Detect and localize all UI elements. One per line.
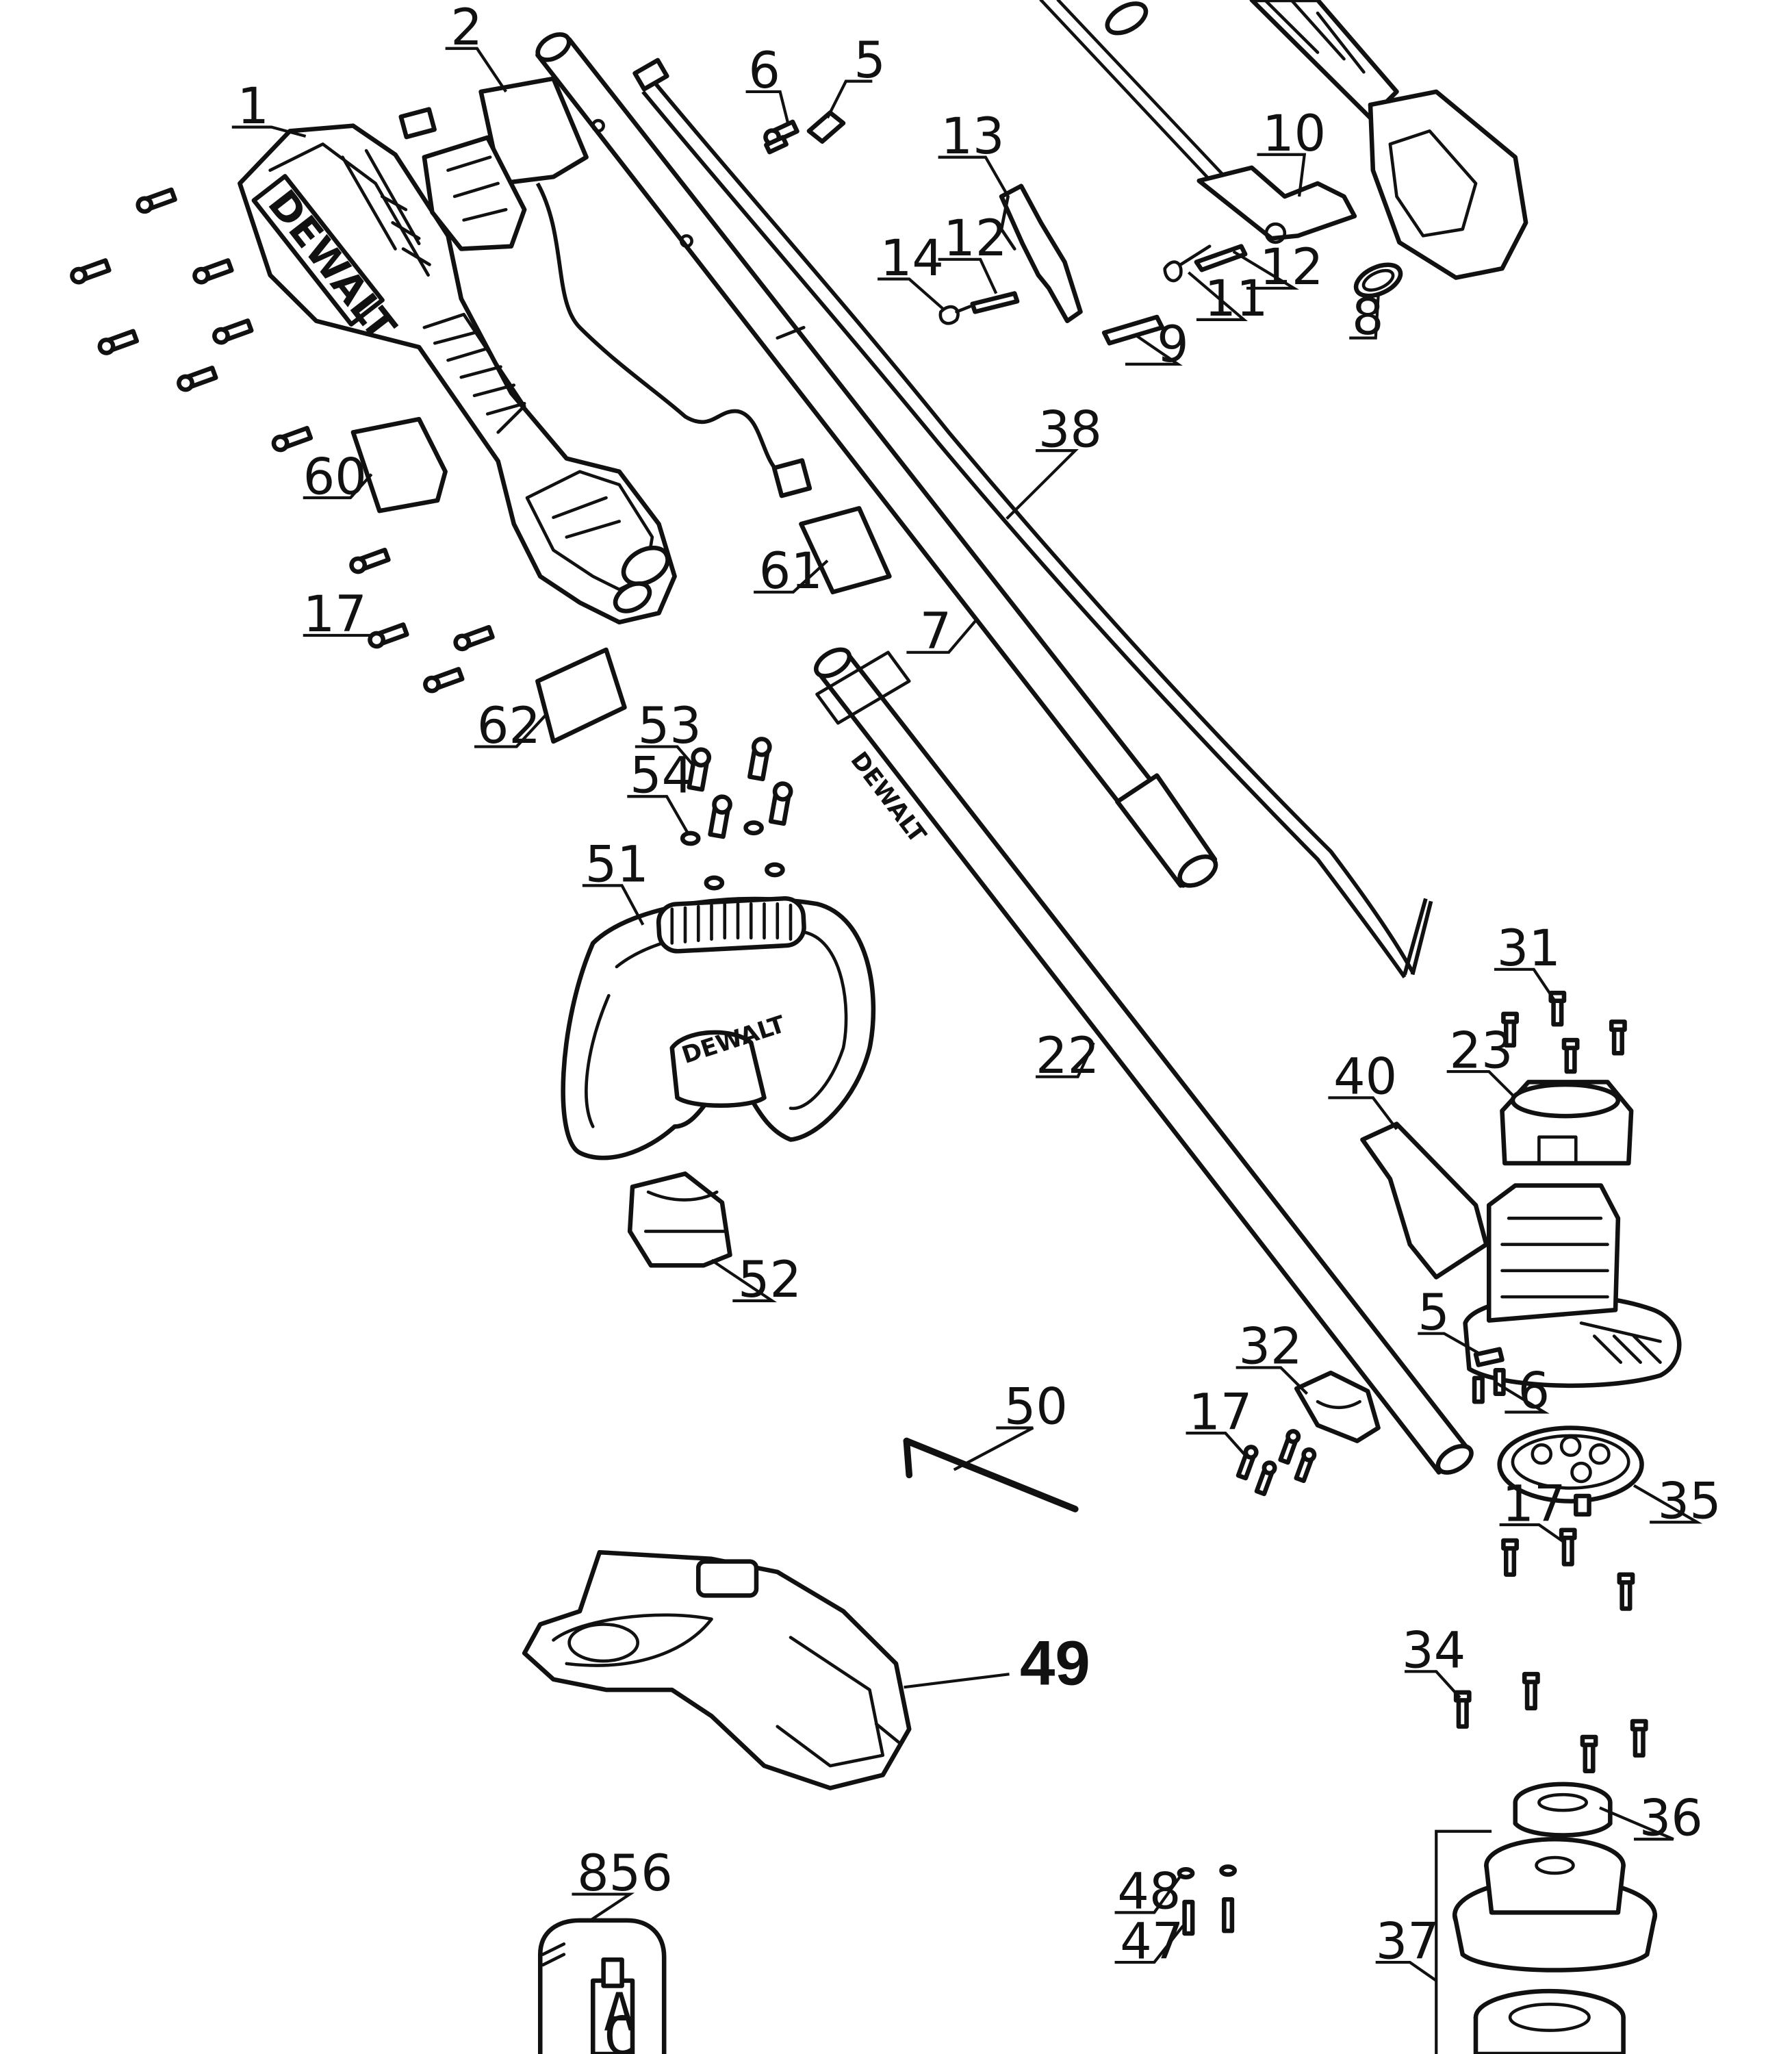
callout-856: 856 xyxy=(577,1844,673,1903)
callout-62: 62 xyxy=(477,697,541,755)
part-61-label xyxy=(799,506,892,595)
callout-32: 32 xyxy=(1239,1318,1303,1376)
callout-labels: 1 2 6 5 13 12 14 10 12 11 9 8 38 60 61 7… xyxy=(238,0,1721,1970)
callout-1: 1 xyxy=(238,77,270,136)
part-8-ring xyxy=(1353,262,1403,299)
callout-51: 51 xyxy=(585,836,649,894)
callout-37: 37 xyxy=(1376,1913,1439,1971)
callout-6-lower: 6 xyxy=(1518,1362,1550,1421)
callout-50: 50 xyxy=(1004,1378,1068,1436)
part-2-switch-module xyxy=(398,76,812,498)
part-13-trigger xyxy=(999,183,1083,324)
part-35-gear-plate xyxy=(1497,1425,1644,1517)
callout-38: 38 xyxy=(1038,401,1102,459)
part-40-motor-base xyxy=(1360,1121,1682,1389)
callout-53: 53 xyxy=(638,697,702,755)
callout-12-left: 12 xyxy=(943,210,1007,268)
tag-letter-a: A xyxy=(604,1983,635,2044)
callout-61: 61 xyxy=(759,542,823,600)
callout-11: 11 xyxy=(1204,270,1268,328)
part-5-clip-lower xyxy=(1473,1347,1505,1367)
part-6-screw-top xyxy=(763,119,799,155)
part-53-screws xyxy=(687,737,793,839)
part-9-pin xyxy=(1101,314,1165,346)
part-14-spring xyxy=(938,305,972,325)
callout-17-gear: 17 xyxy=(1502,1475,1566,1534)
callout-12-right: 12 xyxy=(1259,238,1323,296)
part-34-screws xyxy=(1453,1671,1648,1773)
part-37-spool-head xyxy=(1435,1829,1658,2054)
callout-47: 47 xyxy=(1120,1913,1183,1971)
callout-60: 60 xyxy=(303,448,367,507)
part-50-hex-key xyxy=(903,1437,1079,1512)
callout-2: 2 xyxy=(450,0,483,57)
callout-35: 35 xyxy=(1658,1473,1721,1531)
part-6-screws-lower xyxy=(1472,1368,1506,1404)
part-10-lock-lever xyxy=(1196,165,1357,244)
part-54-washers xyxy=(680,820,785,891)
part-47-screws xyxy=(1182,1897,1235,1936)
callout-22: 22 xyxy=(1036,1027,1099,1085)
part-48-washers xyxy=(1177,1864,1237,1879)
callout-40: 40 xyxy=(1333,1048,1397,1106)
tag-letter-c: C xyxy=(604,2006,635,2054)
part-11-spring xyxy=(1163,244,1212,283)
callout-34: 34 xyxy=(1402,1622,1465,1680)
callout-5-lower: 5 xyxy=(1418,1284,1450,1342)
part-49-guard xyxy=(522,1549,912,1790)
part-31-screws xyxy=(1501,991,1627,1074)
part-17-screws-clamp xyxy=(1236,1429,1317,1497)
callout-6-top: 6 xyxy=(748,42,780,100)
part-23-motor-cover xyxy=(1500,1080,1634,1166)
callout-14: 14 xyxy=(880,229,944,288)
part-7-upper-shaft xyxy=(535,32,1218,888)
callout-36: 36 xyxy=(1639,1790,1703,1848)
part-1-motor-housing: DEWALT xyxy=(238,123,677,625)
part-60-label xyxy=(350,416,448,514)
part-5-clip-top xyxy=(806,110,846,144)
callout-23: 23 xyxy=(1450,1022,1513,1080)
callout-17-left: 17 xyxy=(303,585,367,644)
callout-10: 10 xyxy=(1262,105,1326,163)
part-32-shaft-clamp xyxy=(1294,1370,1381,1443)
part-62-label xyxy=(535,647,627,744)
callout-31: 31 xyxy=(1497,920,1561,978)
callout-52: 52 xyxy=(738,1251,802,1309)
callout-7: 7 xyxy=(920,603,952,661)
callout-13: 13 xyxy=(940,107,1004,166)
part-22-lower-shaft: DEWALT xyxy=(814,647,1474,1475)
callout-9: 9 xyxy=(1157,316,1189,374)
callout-leaders xyxy=(231,47,1703,1982)
part-856-tag: A C xyxy=(537,1918,667,2054)
callout-17-clamp: 17 xyxy=(1188,1384,1252,1442)
housing-screws xyxy=(70,187,495,694)
callout-5-top: 5 xyxy=(854,31,886,90)
part-12-pin-left xyxy=(970,291,1020,314)
callout-49: 49 xyxy=(1020,1628,1090,1699)
callout-8: 8 xyxy=(1352,288,1384,346)
callout-54: 54 xyxy=(630,747,693,805)
part-38-cable xyxy=(632,58,1433,978)
callout-48: 48 xyxy=(1117,1863,1181,1921)
upper-handle-assembly xyxy=(1039,0,1528,280)
part-51-d-handle: DEWALT xyxy=(561,896,876,1161)
part-36-spool-cap xyxy=(1513,1782,1613,1838)
part-17-screws-gear xyxy=(1501,1527,1635,1611)
part-52-handle-clamp xyxy=(627,1171,732,1268)
